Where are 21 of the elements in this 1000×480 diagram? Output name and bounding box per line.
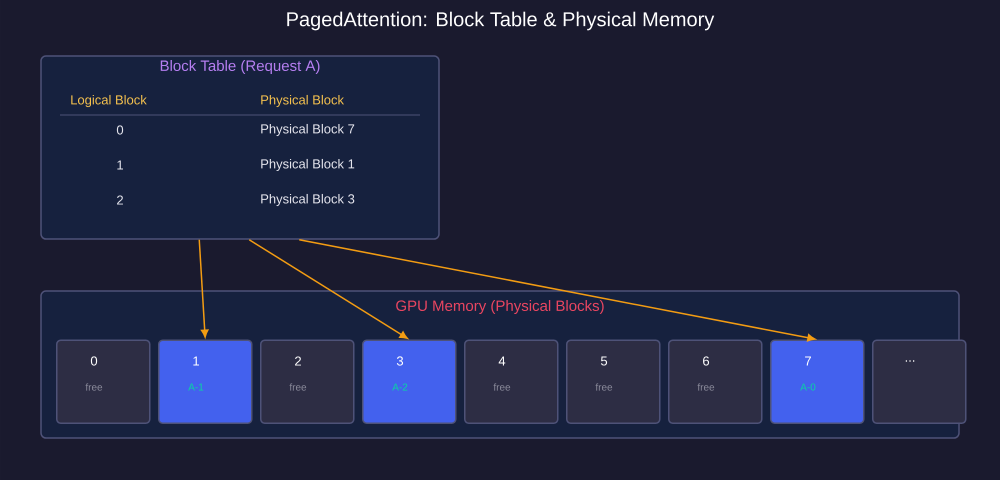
column-header: Logical Block xyxy=(71,94,147,108)
table-cell: Physical Block 7 xyxy=(261,124,354,136)
title: PagedAttention: Block Table & Physical Memory xyxy=(287,12,714,30)
column-header: Physical Block xyxy=(261,94,344,108)
arrow xyxy=(248,239,408,339)
table-cell: 2 xyxy=(117,195,123,205)
table-cell: 1 xyxy=(117,160,123,170)
memory-block: 1 A-1 xyxy=(158,340,252,424)
memory-block: 2 free xyxy=(260,340,354,424)
table-cell: Physical Block 3 xyxy=(261,194,354,206)
memory-block: 5 free xyxy=(566,340,660,424)
memory-block: 3 A-2 xyxy=(362,340,456,424)
memory-block: 0 free xyxy=(56,340,150,424)
memory-block: 7 A-0 xyxy=(770,340,864,424)
memory-block: ... xyxy=(872,340,967,424)
memory-block: 4 free xyxy=(464,340,558,424)
table-cell: Physical Block 1 xyxy=(261,158,354,172)
memory-block: 6 free xyxy=(668,340,762,424)
arrow xyxy=(198,240,208,338)
table-cell: 0 xyxy=(116,125,124,135)
arrow xyxy=(299,239,816,342)
